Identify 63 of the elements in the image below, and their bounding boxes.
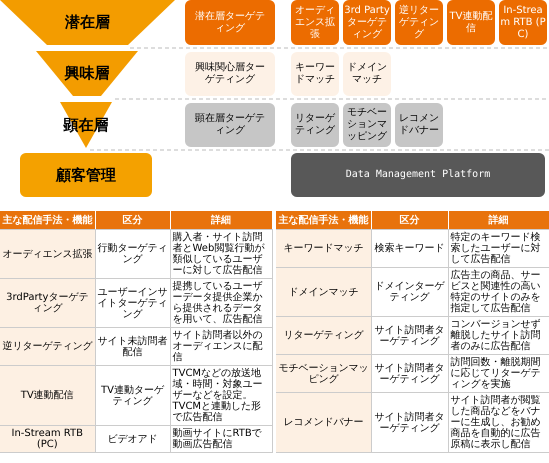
layer-label: 興味層 xyxy=(64,65,110,82)
tile-label: 3rd Partyターゲティング xyxy=(344,4,390,40)
tile-label: レコメンドバナー xyxy=(398,113,440,137)
method-tile xyxy=(343,52,391,96)
detail-description: コンバージョンせず離脱したサイト訪問者のみに広告配信 xyxy=(448,316,549,354)
tile-label: 興味関心層ターゲティング xyxy=(195,62,265,86)
method-tile xyxy=(185,0,275,45)
tile-label: 潜在層ターゲティング xyxy=(195,10,265,34)
column-header: 主な配信手法・機能 xyxy=(0,211,95,230)
management-box xyxy=(20,153,152,197)
segment-label: サイト訪問者ターゲティング xyxy=(371,354,448,392)
method-name: 3rdPartyターゲティング xyxy=(0,278,95,328)
segment-label: ドメインターゲティング xyxy=(371,268,448,316)
method-tile xyxy=(291,103,339,147)
column-header: 詳細 xyxy=(170,211,272,230)
segment-label: ユーザーインサイトターゲティング xyxy=(95,278,170,328)
segment-label: サイト未訪問者配信 xyxy=(95,328,170,366)
method-tile xyxy=(395,103,443,147)
tile-label: モチベーションマッピング xyxy=(346,107,388,143)
detail-description: 訪問回数・離脱期間に応じてリターゲティングを実施 xyxy=(448,354,549,392)
method-tile xyxy=(185,52,275,96)
detail-description: 特定のキーワード検索したユーザーに対して広告配信 xyxy=(448,230,549,268)
tile-label: Data Management Platform xyxy=(346,169,490,181)
tile-label: キーワードマッチ xyxy=(294,62,336,86)
method-name: TV連動配信 xyxy=(0,366,95,426)
method-name: キーワードマッチ xyxy=(276,230,371,268)
method-name: オーディエンス拡張 xyxy=(0,230,95,278)
tile-label: リターゲティング xyxy=(294,113,336,137)
method-tile xyxy=(185,103,275,147)
method-name: In-Stream RTB (PC) xyxy=(0,426,95,452)
detail-description: 動画サイトにRTBで動画広告配信 xyxy=(170,426,272,452)
tile-label: 逆リターゲティング xyxy=(398,4,440,40)
column-header: 詳細 xyxy=(448,211,549,230)
segment-label: ビデオアド xyxy=(95,426,170,452)
detail-description: 提携しているユーザーデータ提供企業から提供されるデータを用いて、広告配信 xyxy=(170,278,272,328)
platform-box xyxy=(291,153,545,197)
detail-description: TVCMなどの放送地域・時間・対象ユーザーなどを設定。TVCMと連動した形で広告配信 xyxy=(170,366,272,426)
column-header: 主な配信手法・機能 xyxy=(276,211,371,230)
segment-label: サイト訪問者ターゲティング xyxy=(371,316,448,354)
segment-label: TV連動ターゲティング xyxy=(95,366,170,426)
method-tile xyxy=(447,0,495,45)
tile-label: オーディエンス拡張 xyxy=(294,4,336,40)
segment-label: 行動ターゲティング xyxy=(95,230,170,278)
method-tile xyxy=(291,52,339,96)
method-name: ドメインマッチ xyxy=(276,268,371,316)
tile-label: ドメインマッチ xyxy=(346,62,388,86)
detail-description: サイト訪問者以外のオーディエンスに配信 xyxy=(170,328,272,366)
tile-label: 顕在層ターゲティング xyxy=(195,113,265,137)
tile-label: In-Stream RTB (PC) xyxy=(500,4,546,40)
detail-description: 購入者・サイト訪問者とWeb閲覧行動が類似しているユーザーに対して広告配信 xyxy=(170,230,272,278)
tile-label: TV連動配信 xyxy=(448,10,494,34)
segment-label: サイト訪問者ターゲティング xyxy=(371,392,448,452)
detail-description: 広告主の商品、サービスと関連性の高い特定のサイトのみを指定して広告配信 xyxy=(448,268,549,316)
layer-label: 潜在層 xyxy=(65,14,110,31)
tile-label: 顧客管理 xyxy=(56,166,116,184)
segment-label: 検索キーワード xyxy=(371,230,448,268)
column-header: 区分 xyxy=(371,211,448,230)
method-name: モチベーションマッピング xyxy=(276,354,371,392)
method-name: リターゲティング xyxy=(276,316,371,354)
method-name: 逆リターゲティング xyxy=(0,328,95,366)
detail-description: サイト訪問者が閲覧した商品などをバナーに生成し、お勧め商品を自動的に広告原稿に表示し配信 xyxy=(448,392,549,452)
column-header: 区分 xyxy=(95,211,170,230)
method-name: レコメンドバナー xyxy=(276,392,371,452)
